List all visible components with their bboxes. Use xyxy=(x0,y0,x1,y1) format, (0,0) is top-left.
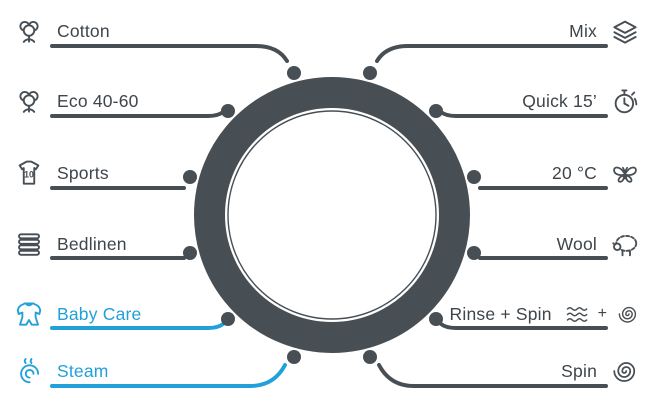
dial-ring xyxy=(194,77,470,353)
steam-swirl-icon xyxy=(14,356,44,386)
program-label: Cotton xyxy=(57,20,110,41)
program-label: Quick 15’ xyxy=(522,90,597,111)
program-position-dot xyxy=(183,170,197,184)
program-label: Mix xyxy=(569,20,597,41)
program-position-dot xyxy=(363,350,377,364)
program-label: Baby Care xyxy=(57,303,142,324)
program-label: Wool xyxy=(556,233,597,254)
cotton-flower-icon xyxy=(14,16,44,46)
program-label: Bedlinen xyxy=(57,233,127,254)
cotton-flower-icon xyxy=(14,86,44,116)
program-row-babycare: Baby Care xyxy=(14,297,141,331)
leader-line-spin xyxy=(377,363,608,388)
program-label: Steam xyxy=(57,360,109,381)
program-row-quick15: Quick 15’ xyxy=(522,84,640,118)
program-label: Spin xyxy=(561,360,597,381)
program-position-dot xyxy=(429,104,443,118)
bedlinen-stack-icon xyxy=(14,229,44,259)
program-row-bedlinen: Bedlinen xyxy=(14,227,127,261)
leader-line-babycare xyxy=(50,322,225,330)
program-position-dots xyxy=(183,66,481,364)
plus-sign: + xyxy=(597,305,607,322)
rinse-waves-icon xyxy=(565,302,589,326)
program-row-eco: Eco 40-60 xyxy=(14,84,139,118)
program-position-dot xyxy=(467,246,481,260)
program-position-dot xyxy=(429,312,443,326)
spin-spiral-icon xyxy=(616,302,640,326)
program-label: Rinse + Spin xyxy=(449,303,552,324)
mix-layers-icon xyxy=(610,16,640,46)
program-row-20c: 20 °C xyxy=(552,156,640,190)
program-row-sports: 10 Sports xyxy=(14,156,109,190)
program-row-spin: Spin xyxy=(561,354,640,388)
leader-line-rinsespin xyxy=(439,322,608,330)
program-row-steam: Steam xyxy=(14,354,109,388)
dial-inner-circle xyxy=(227,110,437,320)
stopwatch-icon xyxy=(610,86,640,116)
program-row-cotton: Cotton xyxy=(14,14,110,48)
sheep-icon xyxy=(610,229,640,259)
program-label: Eco 40-60 xyxy=(57,90,139,111)
spin-spiral-icon xyxy=(610,356,640,386)
leader-lines xyxy=(50,44,608,388)
program-label: 20 °C xyxy=(552,162,597,183)
program-row-wool: Wool xyxy=(557,227,640,261)
sports-jersey-icon: 10 xyxy=(14,158,44,188)
program-position-dot xyxy=(287,66,301,80)
leader-line-mix xyxy=(375,44,608,63)
jersey-number: 10 xyxy=(24,169,34,179)
leader-line-steam xyxy=(50,363,287,388)
program-position-dot xyxy=(221,104,235,118)
program-position-dot xyxy=(287,350,301,364)
program-position-dot xyxy=(467,170,481,184)
program-label: Sports xyxy=(57,162,109,183)
program-position-dot xyxy=(363,66,377,80)
butterfly-icon xyxy=(610,158,640,188)
baby-onesie-icon xyxy=(14,299,44,329)
program-row-rinsespin: Rinse + Spin + xyxy=(450,297,640,331)
program-row-mix: Mix xyxy=(569,14,640,48)
program-position-dot xyxy=(183,246,197,260)
program-position-dot xyxy=(221,312,235,326)
leader-line-cotton xyxy=(50,44,289,63)
